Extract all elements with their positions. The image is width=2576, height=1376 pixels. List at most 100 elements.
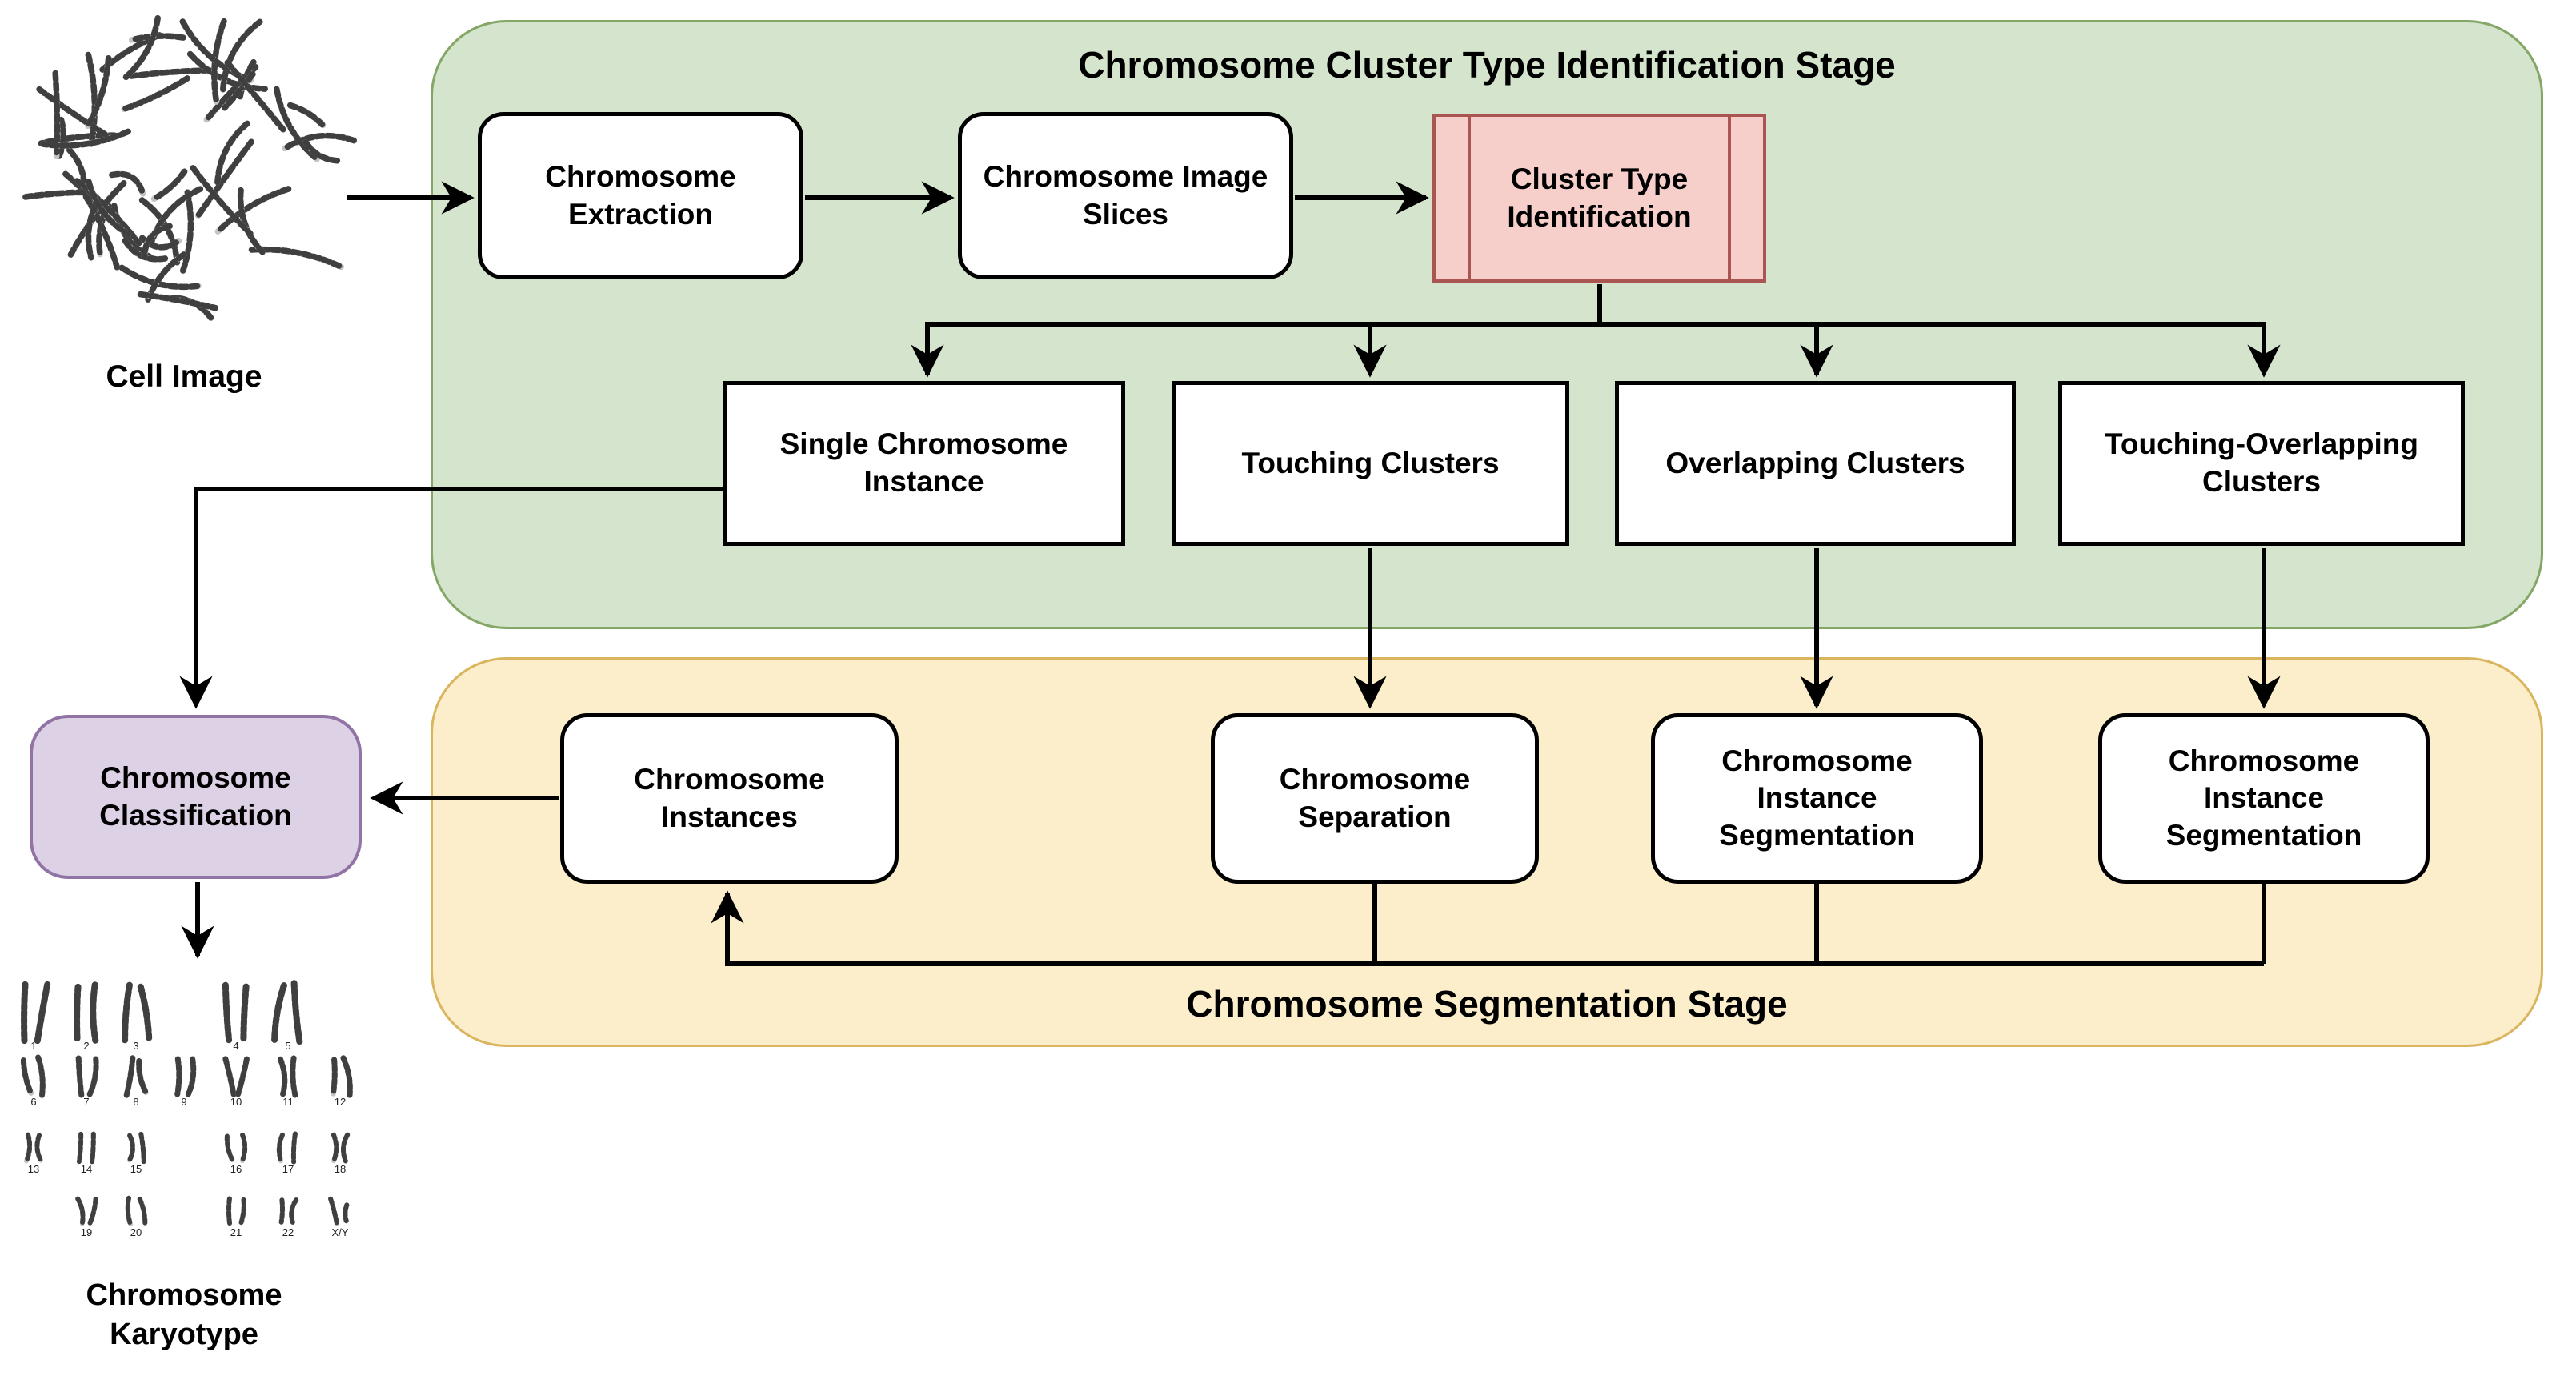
- karyotype-number-label: 22: [282, 1226, 294, 1238]
- node-overlapping-clusters: Overlapping Clusters: [1615, 381, 2016, 546]
- chromosome-squiggle-bands: [75, 1055, 85, 1098]
- chromosome-squiggle-bands: [34, 1133, 43, 1163]
- node-chromosome-instance-segmentation-a-label: Chromosome Instance Segmentation: [1719, 744, 1915, 852]
- node-chromosome-separation: Chromosome Separation: [1211, 713, 1539, 884]
- karyotype-number-label: X/Y: [332, 1226, 349, 1238]
- chromosome-squiggle-bands: [286, 102, 327, 129]
- chromosome-squiggle-bands: [138, 1131, 146, 1165]
- chromosome-squiggle-bands: [194, 138, 254, 219]
- chromosome-squiggle-bands: [34, 981, 51, 1045]
- chromosome-squiggle-bands: [190, 165, 254, 237]
- node-chromosome-image-slices: Chromosome Image Slices: [958, 112, 1293, 279]
- node-chromosome-extraction-label: Chromosome Extraction: [545, 159, 736, 231]
- chromosome-squiggle-bands: [141, 223, 173, 260]
- chromosome-squiggle-bands: [121, 75, 190, 112]
- chromosome-squiggle-bands: [238, 1197, 246, 1226]
- chromosome-squiggle-bands: [82, 193, 121, 271]
- edge-single-to-classification: [179, 487, 723, 709]
- karyotype-number-label: 14: [81, 1163, 92, 1175]
- chromosome-squiggle-bands: [174, 1056, 182, 1097]
- subprocess-stripe-left: [1468, 117, 1471, 279]
- node-touching-overlapping-clusters: Touching-Overlapping Clusters: [2058, 381, 2465, 546]
- karyotype-number-label: 10: [230, 1096, 242, 1108]
- chromosome-squiggle-bands: [40, 128, 131, 149]
- chromosome-squiggle-bands: [302, 139, 341, 164]
- karyotype-number-label: 7: [83, 1096, 89, 1108]
- node-cluster-type-identification: Cluster Type Identification: [1432, 114, 1766, 283]
- chromosome-squiggle-bands: [271, 982, 287, 1043]
- karyotype-number-label: 21: [230, 1226, 242, 1238]
- chromosome-squiggle-bands: [139, 235, 182, 251]
- chromosome-squiggle-bands: [222, 981, 233, 1044]
- chromosome-squiggle-bands: [137, 983, 153, 1042]
- chromosome-squiggle-bands: [56, 116, 66, 159]
- chromosome-squiggle-bands: [150, 168, 188, 203]
- karyotype-number-label: 12: [335, 1096, 346, 1108]
- chromosome-squiggle-bands: [185, 1056, 197, 1097]
- cell-image-caption: Cell Image: [106, 359, 262, 394]
- chromosome-squiggle-bands: [36, 86, 112, 140]
- chromosome-squiggle-bands: [35, 1054, 46, 1099]
- node-chromosome-image-slices-label: Chromosome Image Slices: [983, 159, 1268, 231]
- chromosome-squiggle-bands: [122, 981, 133, 1044]
- chromosome-squiggle-bands: [343, 1202, 350, 1224]
- chromosome-squiggle-bands: [222, 1056, 237, 1097]
- chromosome-squiggle-bands: [331, 1132, 339, 1164]
- node-chromosome-instances: Chromosome Instances: [560, 713, 899, 884]
- node-chromosome-instance-segmentation-b: Chromosome Instance Segmentation: [2098, 713, 2430, 884]
- chromosome-squiggle-bands: [90, 981, 99, 1044]
- chromosome-squiggle-bands: [276, 1132, 285, 1164]
- chromosome-squiggle-bands: [289, 1197, 299, 1225]
- node-touching-clusters: Touching Clusters: [1172, 381, 1569, 546]
- karyotype-number-label: 13: [28, 1163, 39, 1175]
- chromosome-squiggle-bands: [237, 187, 266, 255]
- chromosome-squiggle-bands: [340, 1055, 353, 1098]
- node-cluster-type-identification-label: Cluster Type Identification: [1507, 162, 1692, 233]
- karyotype-number-label: 17: [282, 1163, 294, 1175]
- cell-image: [22, 14, 357, 322]
- chromosome-squiggle-bands: [277, 1056, 288, 1097]
- chromosome-squiggle-bands: [137, 291, 219, 311]
- chromosome-squiggle-bands: [74, 983, 82, 1042]
- node-chromosome-classification-label: Chromosome Classification: [99, 760, 292, 832]
- chromosome-squiggle-bands: [224, 59, 286, 133]
- chromosome-squiggle-bands: [21, 981, 29, 1045]
- karyotype-number-label: 2: [83, 1040, 89, 1052]
- chromosome-squiggle-bands: [125, 1195, 133, 1227]
- chromosome-squiggle-bands: [74, 178, 142, 247]
- chromosome-squiggle-bands: [221, 71, 256, 111]
- chromosome-squiggle-bands: [214, 120, 250, 186]
- chromosome-squiggle-bands: [24, 1132, 33, 1164]
- chromosome-squiggle-bands: [85, 202, 99, 261]
- chromosome-squiggle-bands: [123, 1055, 136, 1098]
- chromosome-squiggle-bands: [128, 67, 213, 79]
- chromosome-squiggle-bands: [86, 179, 132, 238]
- karyotype-number-label: 11: [282, 1096, 294, 1108]
- chromosome-squiggle-bands: [126, 1133, 135, 1163]
- chromosome-squiggle-bands: [224, 1133, 235, 1162]
- chromosome-squiggle-bands: [90, 1131, 96, 1165]
- chromosome-squiggle-bands: [235, 1056, 250, 1097]
- karyotype-number-label: 20: [130, 1226, 142, 1238]
- node-chromosome-extraction: Chromosome Extraction: [478, 112, 803, 279]
- karyotype-number-label: 3: [133, 1040, 138, 1052]
- karyotype-number-label: 5: [285, 1040, 290, 1052]
- chromosome-squiggle-bands: [214, 186, 292, 235]
- chromosome-squiggle-bands: [340, 1132, 351, 1164]
- chromosome-squiggle-bands: [76, 1131, 84, 1165]
- subprocess-stripe-right: [1728, 117, 1731, 279]
- node-chromosome-classification: Chromosome Classification: [30, 715, 362, 879]
- chromosome-squiggle-bands: [282, 132, 357, 152]
- identification-stage-title: Chromosome Cluster Type Identification S…: [1078, 44, 1896, 86]
- chromosome-squiggle-bands: [136, 1058, 149, 1095]
- karyotype-number-label: 8: [133, 1096, 138, 1108]
- karyotype-number-label: 1: [30, 1040, 36, 1052]
- chromosome-squiggle-bands: [128, 33, 186, 43]
- karyotype-number-label: 15: [130, 1163, 142, 1175]
- chromosome-squiggle-bands: [239, 1132, 248, 1164]
- chromosome-squiggle-bands: [20, 1057, 34, 1096]
- node-chromosome-instance-segmentation-a: Chromosome Instance Segmentation: [1651, 713, 1983, 884]
